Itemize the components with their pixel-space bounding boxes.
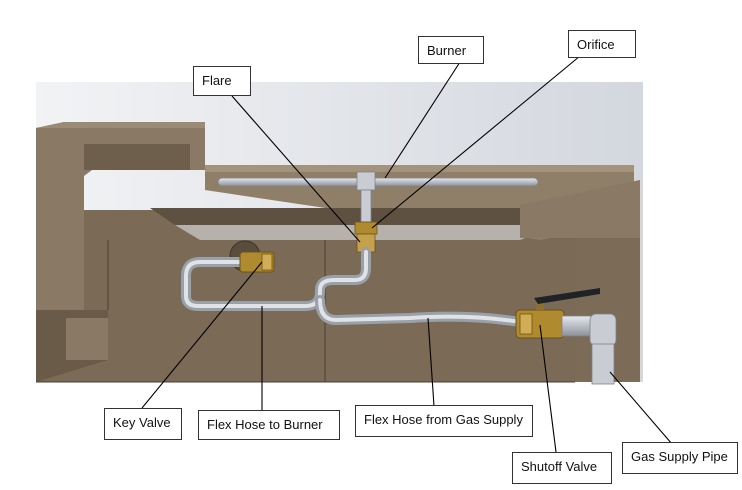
shutoff-valve-handle <box>534 288 600 304</box>
leader-flare <box>231 95 361 243</box>
burner-stem <box>360 189 372 223</box>
shutoff-valve <box>515 288 600 339</box>
leader-shutoff-valve <box>539 324 557 453</box>
callout-burner: Burner <box>418 36 484 64</box>
key-valve-nut <box>261 253 273 271</box>
orifice-fitting <box>354 221 378 235</box>
callout-key-valve: Key Valve <box>104 408 182 440</box>
leader-flex-hose-supply <box>427 317 435 407</box>
burner-riser <box>356 171 376 191</box>
callout-flex-hose-supply: Flex Hose from Gas Supply <box>355 405 533 437</box>
leader-orifice <box>371 55 581 229</box>
shutoff-valve-nut <box>519 313 533 335</box>
left-pillar-top <box>36 122 205 128</box>
supply-pipe-elbow <box>589 313 617 347</box>
callout-flex-hose-burner: Flex Hose to Burner <box>198 410 340 440</box>
callout-orifice: Orifice <box>568 30 636 58</box>
burner-pan <box>150 208 560 225</box>
top-slab-edge <box>205 165 634 172</box>
leader-gas-supply-pipe <box>609 371 673 445</box>
callout-flare: Flare <box>193 66 251 96</box>
leader-lines <box>141 55 673 453</box>
burner-bar <box>217 177 539 187</box>
leader-key-valve <box>141 261 263 409</box>
shutoff-valve-stem <box>536 298 544 310</box>
right-block-face <box>575 238 640 382</box>
callout-gas-supply-pipe: Gas Supply Pipe <box>622 442 738 474</box>
left-step <box>66 318 108 360</box>
key-valve <box>239 251 275 273</box>
enclosure <box>36 122 640 383</box>
burner-assembly <box>217 171 539 253</box>
callout-shutoff-valve: Shutoff Valve <box>512 452 612 484</box>
flex-hose-from-supply-highlight <box>318 298 522 324</box>
left-pillar-inner <box>84 144 190 170</box>
leader-burner <box>384 61 461 179</box>
supply-pipe-vertical <box>591 343 615 385</box>
gas-supply-pipe <box>561 313 617 385</box>
